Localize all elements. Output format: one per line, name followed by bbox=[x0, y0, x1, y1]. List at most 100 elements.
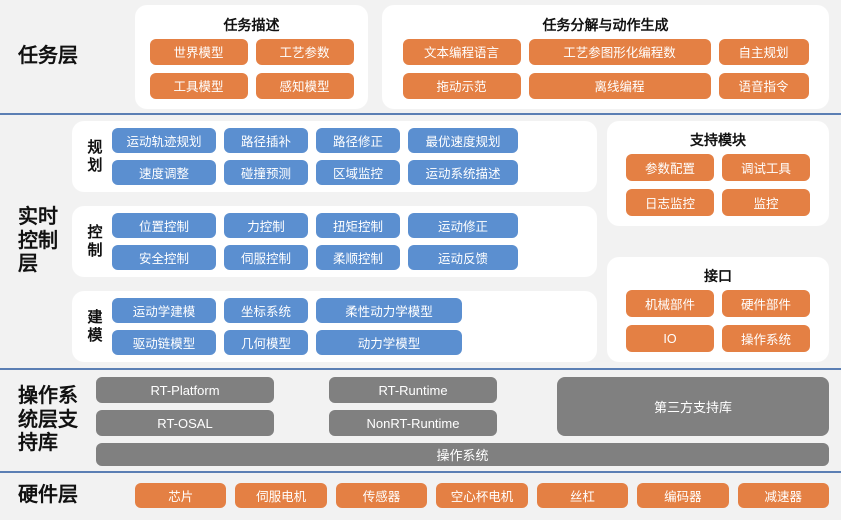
pill-compliance-control[interactable]: 柔顺控制 bbox=[316, 245, 400, 270]
pill-motion-trajectory-planning[interactable]: 运动轨迹规划 bbox=[112, 128, 216, 153]
layer-title-realtime-control: 实时控制层 bbox=[18, 206, 58, 276]
pill-debug-tools[interactable]: 调试工具 bbox=[722, 154, 810, 181]
pill-flexible-dynamics-model[interactable]: 柔性动力学模型 bbox=[316, 298, 462, 323]
pill-chip[interactable]: 芯片 bbox=[135, 483, 227, 508]
pill-sensor[interactable]: 传感器 bbox=[335, 483, 428, 508]
decomposition-row-1: 文本编程语言 工艺参图形化编程数 自主规划 bbox=[392, 38, 819, 65]
card-support-modules: 支持模块 参数配置 调试工具 日志监控 监控 bbox=[607, 121, 829, 226]
pill-tool-model[interactable]: 工具模型 bbox=[149, 72, 248, 99]
pill-position-control[interactable]: 位置控制 bbox=[112, 213, 216, 238]
os-column-platform: RT-Platform RT-OSAL bbox=[96, 377, 274, 436]
pill-perception-model[interactable]: 感知模型 bbox=[255, 72, 354, 99]
pill-motion-system-description[interactable]: 运动系统描述 bbox=[408, 160, 518, 185]
pill-geometric-model[interactable]: 几何模型 bbox=[224, 330, 308, 355]
pill-voice-command[interactable]: 语音指令 bbox=[718, 72, 809, 99]
card-task-decomposition: 任务分解与动作生成 文本编程语言 工艺参图形化编程数 自主规划 拖动示范 离线编… bbox=[382, 4, 829, 109]
layer-task: 任务层 任务描述 世界模型 工艺参数 工具模型 感知模型 任务分解与动作生成 文… bbox=[0, 0, 841, 113]
pill-force-control[interactable]: 力控制 bbox=[224, 213, 308, 238]
pill-speed-adjustment[interactable]: 速度调整 bbox=[112, 160, 216, 185]
pill-coordinate-system[interactable]: 坐标系统 bbox=[224, 298, 308, 323]
pill-process-parameter[interactable]: 工艺参数 bbox=[255, 38, 354, 65]
os-top-row: RT-Platform RT-OSAL RT-Runtime NonRT-Run… bbox=[96, 377, 829, 436]
group-label-control: 控制 bbox=[87, 224, 103, 259]
pill-area-monitoring[interactable]: 区域监控 bbox=[316, 160, 400, 185]
pill-operating-system[interactable]: 操作系统 bbox=[96, 443, 829, 466]
realtime-groups-column: 规划 运动轨迹规划 路径插补 路径修正 最优速度规划 速度调整 碰撞预测 区域监… bbox=[72, 121, 597, 362]
pill-path-interpolation[interactable]: 路径插补 bbox=[224, 128, 308, 153]
pill-operating-system-interface[interactable]: 操作系统 bbox=[722, 325, 810, 352]
pill-lead-screw[interactable]: 丝杠 bbox=[536, 483, 629, 508]
modeling-row-2: 驱动链模型 几何模型 动力学模型 bbox=[112, 330, 587, 355]
group-control: 控制 位置控制 力控制 扭矩控制 运动修正 安全控制 伺服控制 柔顺控制 运 bbox=[72, 206, 597, 277]
card-grid-task-description: 世界模型 工艺参数 工具模型 感知模型 bbox=[145, 38, 358, 99]
card-grid-interfaces: 机械部件 硬件部件 IO 操作系统 bbox=[619, 290, 817, 352]
pill-autonomous-planning[interactable]: 自主规划 bbox=[718, 38, 809, 65]
pill-mechanical-components[interactable]: 机械部件 bbox=[626, 290, 714, 317]
layer-title-operating-system: 操作系统层支持库 bbox=[18, 385, 78, 455]
pill-optimal-speed-planning[interactable]: 最优速度规划 bbox=[408, 128, 518, 153]
group-rows-control: 位置控制 力控制 扭矩控制 运动修正 安全控制 伺服控制 柔顺控制 运动反馈 bbox=[112, 213, 587, 270]
card-grid-task-decomposition: 文本编程语言 工艺参图形化编程数 自主规划 拖动示范 离线编程 语音指令 bbox=[392, 38, 819, 99]
planning-row-2: 速度调整 碰撞预测 区域监控 运动系统描述 bbox=[112, 160, 587, 185]
control-row-2: 安全控制 伺服控制 柔顺控制 运动反馈 bbox=[112, 245, 587, 270]
card-title-task-decomposition: 任务分解与动作生成 bbox=[542, 16, 669, 33]
pill-rt-runtime[interactable]: RT-Runtime bbox=[329, 377, 497, 403]
card-task-description: 任务描述 世界模型 工艺参数 工具模型 感知模型 bbox=[135, 4, 368, 109]
pill-monitoring[interactable]: 监控 bbox=[722, 189, 810, 216]
layer-realtime-control: 实时控制层 规划 运动轨迹规划 路径插补 路径修正 最优速度规划 速度调整 bbox=[0, 113, 841, 368]
pill-third-party-library[interactable]: 第三方支持库 bbox=[557, 377, 829, 436]
pill-world-model[interactable]: 世界模型 bbox=[149, 38, 248, 65]
layer-title-task: 任务层 bbox=[18, 44, 78, 67]
realtime-side-column: 支持模块 参数配置 调试工具 日志监控 监控 接口 机械部件 硬件部件 IO 操… bbox=[607, 121, 829, 362]
os-column-third-party: 第三方支持库 bbox=[557, 377, 829, 436]
layer-hardware: 硬件层 芯片 伺服电机 传感器 空心杯电机 丝杠 编码器 减速器 bbox=[0, 471, 841, 518]
pill-motion-correction[interactable]: 运动修正 bbox=[408, 213, 518, 238]
control-row-1: 位置控制 力控制 扭矩控制 运动修正 bbox=[112, 213, 587, 238]
pill-graphical-programming[interactable]: 工艺参图形化编程数 bbox=[528, 38, 711, 65]
pill-kinematic-modeling[interactable]: 运动学建模 bbox=[112, 298, 216, 323]
decomposition-row-2: 拖动示范 离线编程 语音指令 bbox=[392, 72, 819, 99]
pill-torque-control[interactable]: 扭矩控制 bbox=[316, 213, 400, 238]
pill-text-programming-language[interactable]: 文本编程语言 bbox=[402, 38, 521, 65]
pill-motion-feedback[interactable]: 运动反馈 bbox=[408, 245, 518, 270]
pill-servo-motor[interactable]: 伺服电机 bbox=[235, 483, 327, 508]
pill-offline-programming[interactable]: 离线编程 bbox=[528, 72, 711, 99]
pill-collision-prediction[interactable]: 碰撞预测 bbox=[224, 160, 308, 185]
pill-encoder[interactable]: 编码器 bbox=[637, 483, 729, 508]
os-bottom-row: 操作系统 bbox=[96, 443, 829, 466]
pill-nonrt-runtime[interactable]: NonRT-Runtime bbox=[329, 410, 497, 436]
group-rows-modeling: 运动学建模 坐标系统 柔性动力学模型 驱动链模型 几何模型 动力学模型 bbox=[112, 298, 587, 355]
group-label-planning: 规划 bbox=[87, 139, 103, 174]
modeling-row-1: 运动学建模 坐标系统 柔性动力学模型 bbox=[112, 298, 587, 323]
pill-reducer[interactable]: 减速器 bbox=[737, 483, 829, 508]
pill-drive-chain-model[interactable]: 驱动链模型 bbox=[112, 330, 216, 355]
layer-title-hardware: 硬件层 bbox=[18, 483, 78, 506]
layer-operating-system: 操作系统层支持库 RT-Platform RT-OSAL RT-Runtime … bbox=[0, 368, 841, 471]
pill-io[interactable]: IO bbox=[626, 325, 714, 352]
group-planning: 规划 运动轨迹规划 路径插补 路径修正 最优速度规划 速度调整 碰撞预测 区域监… bbox=[72, 121, 597, 192]
card-title-interfaces: 接口 bbox=[704, 268, 732, 284]
card-interfaces: 接口 机械部件 硬件部件 IO 操作系统 bbox=[607, 257, 829, 362]
group-rows-planning: 运动轨迹规划 路径插补 路径修正 最优速度规划 速度调整 碰撞预测 区域监控 运… bbox=[112, 128, 587, 185]
pill-safety-control[interactable]: 安全控制 bbox=[112, 245, 216, 270]
pill-parameter-configuration[interactable]: 参数配置 bbox=[626, 154, 714, 181]
pill-dynamics-model[interactable]: 动力学模型 bbox=[316, 330, 462, 355]
pill-rt-osal[interactable]: RT-OSAL bbox=[96, 410, 274, 436]
pill-hardware-components[interactable]: 硬件部件 bbox=[722, 290, 810, 317]
layer-body-task: 任务描述 世界模型 工艺参数 工具模型 感知模型 任务分解与动作生成 文本编程语… bbox=[135, 0, 841, 113]
pill-servo-control[interactable]: 伺服控制 bbox=[224, 245, 308, 270]
group-label-modeling: 建模 bbox=[87, 309, 103, 344]
layer-body-operating-system: RT-Platform RT-OSAL RT-Runtime NonRT-Run… bbox=[96, 370, 841, 471]
pill-drag-demonstration[interactable]: 拖动示范 bbox=[402, 72, 521, 99]
card-grid-support-modules: 参数配置 调试工具 日志监控 监控 bbox=[619, 154, 817, 216]
pill-rt-platform[interactable]: RT-Platform bbox=[96, 377, 274, 403]
pill-log-monitoring[interactable]: 日志监控 bbox=[626, 189, 714, 216]
layer-body-realtime-control: 规划 运动轨迹规划 路径插补 路径修正 最优速度规划 速度调整 碰撞预测 区域监… bbox=[72, 115, 841, 368]
planning-row-1: 运动轨迹规划 路径插补 路径修正 最优速度规划 bbox=[112, 128, 587, 153]
group-modeling: 建模 运动学建模 坐标系统 柔性动力学模型 驱动链模型 几何模型 动力学模型 bbox=[72, 291, 597, 362]
pill-path-correction[interactable]: 路径修正 bbox=[316, 128, 400, 153]
pill-coreless-motor[interactable]: 空心杯电机 bbox=[436, 483, 528, 508]
card-title-support-modules: 支持模块 bbox=[690, 132, 746, 148]
layer-body-hardware: 芯片 伺服电机 传感器 空心杯电机 丝杠 编码器 减速器 bbox=[135, 473, 841, 518]
